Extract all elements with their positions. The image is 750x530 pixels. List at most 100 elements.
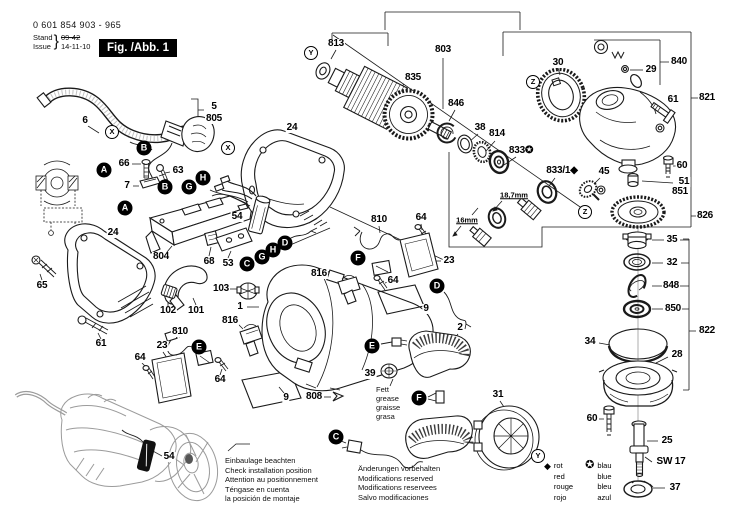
part-label-810: 810: [170, 326, 190, 337]
bearing-flange-28: [598, 360, 678, 407]
part-label-826: 826: [695, 210, 715, 221]
part-label-63: 63: [171, 165, 185, 176]
part-label-60: 60: [675, 160, 689, 171]
screw-65: [31, 255, 57, 278]
view-marker-z: Z: [578, 205, 592, 219]
note-line: Check installation position: [225, 465, 312, 475]
part-label-101: 101: [186, 305, 206, 316]
color-legend: ◆ rot red rouge rojo ✪ blau blue bleu az…: [544, 459, 612, 503]
grommet-39: [380, 363, 398, 379]
screw-60-bottom: [603, 405, 615, 436]
housing-half-left-24: [64, 223, 156, 324]
title-block: 0 601 854 903 - 965 Stand Issue } 09-42 …: [33, 20, 121, 51]
armature-835: [315, 62, 453, 141]
screw-64-right-lower: [373, 275, 388, 291]
part-label-61: 61: [94, 338, 108, 349]
figure-label: Fig. /Abb. 1: [99, 39, 177, 57]
legend-term: rot: [553, 461, 563, 470]
snap-ring-848: [627, 274, 647, 298]
wiring-marker-f: F: [411, 390, 427, 406]
screw-61-left: [77, 315, 109, 335]
part-label-821: 821: [697, 92, 717, 103]
part-label-64: 64: [133, 352, 147, 363]
stand-label: Stand: [33, 33, 53, 42]
part-label-54: 54: [230, 211, 244, 222]
bracket-53: [215, 227, 253, 252]
part-label-850: 850: [663, 303, 683, 314]
legend-red: ◆ rot red rouge rojo: [544, 461, 573, 503]
part-label-66: 66: [117, 158, 131, 169]
pinion-45: [578, 180, 600, 201]
part-label-65: 65: [35, 280, 49, 291]
power-cord: [36, 87, 215, 184]
screw-64-left: [214, 357, 229, 372]
part-label-35: 35: [665, 234, 679, 245]
bearing-833-1: [536, 180, 558, 204]
part-label-31: 31: [491, 389, 505, 400]
screw-66: [141, 159, 151, 179]
part-label-18-7mm: 18,7mm: [499, 190, 529, 200]
bearing-16: [487, 207, 507, 229]
part-label-6: 6: [81, 115, 89, 126]
wiring-marker-d: D: [277, 235, 293, 251]
brace: }: [53, 33, 59, 50]
note-line: Modifications reservees: [358, 483, 437, 492]
catalog-number: 0 601 854 903 - 965: [33, 20, 122, 30]
note-line: Änderungen vorbehalten: [358, 464, 441, 473]
legend-blue: ✪ blau blue bleu azul: [585, 459, 611, 503]
part-label-23: 23: [155, 340, 169, 351]
wire-pair: [209, 189, 251, 207]
wiring-marker-d: D: [429, 278, 445, 294]
part-label-803: 803: [433, 44, 453, 55]
part-label-2: 2: [456, 322, 464, 333]
part-label-23: 23: [442, 255, 456, 266]
part-label-61: 61: [666, 94, 680, 105]
screw-63: [156, 164, 169, 184]
washer-38: [457, 134, 473, 154]
part-label-68: 68: [202, 256, 216, 267]
superseded-code: 09-42: [60, 33, 81, 42]
legend-term: red: [553, 471, 565, 481]
connector-68: [204, 230, 219, 246]
part-label-64: 64: [213, 374, 227, 385]
part-label-51: 51: [677, 176, 691, 187]
circle-star-blue-marker-icon: ✪: [585, 459, 595, 471]
part-label-805: 805: [204, 113, 224, 124]
part-label-848: 848: [661, 280, 681, 291]
part-label-60: 60: [585, 413, 599, 424]
part-label-822: 822: [697, 325, 717, 336]
wiring-marker-e: E: [364, 338, 380, 354]
part-label-810: 810: [369, 214, 389, 225]
plug-c-lower: [340, 439, 424, 469]
part-label-53: 53: [221, 258, 235, 269]
field-coil-upper-2: [408, 330, 471, 378]
motor-schematic: [35, 160, 83, 236]
wire-d-right: [443, 291, 472, 330]
view-marker-y: Y: [531, 449, 545, 463]
note-line: Salvo modificaciones: [358, 492, 429, 502]
grease-line: grasa: [376, 412, 395, 421]
part-label-9: 9: [282, 392, 290, 403]
part-label-851: 851: [670, 186, 690, 197]
pin-51-851: [627, 173, 639, 187]
part-label-24: 24: [285, 122, 299, 133]
part-label-816: 816: [309, 268, 329, 279]
cap-103: [236, 282, 260, 300]
part-label-7: 7: [123, 180, 131, 191]
wiring-marker-a: A: [117, 200, 133, 216]
part-label-1: 1: [236, 301, 244, 312]
plug-e-right: [380, 337, 408, 347]
brush-holder-816-right: [337, 275, 361, 305]
part-label-37: 37: [668, 482, 682, 493]
part-label-814: 814: [487, 128, 507, 139]
flanged-bush-35: [622, 231, 652, 250]
plate-9-left: [241, 370, 302, 409]
fork-f-lower: [427, 390, 445, 404]
part-label-45: 45: [597, 166, 611, 177]
wiring-marker-g: G: [181, 179, 197, 195]
wiring-marker-c: C: [328, 429, 344, 445]
grease-note: Fett grease graisse grasa: [376, 385, 400, 421]
part-label-54: 54: [162, 451, 176, 462]
brush-810-right: [353, 226, 400, 276]
capacitor-54: [213, 175, 271, 235]
